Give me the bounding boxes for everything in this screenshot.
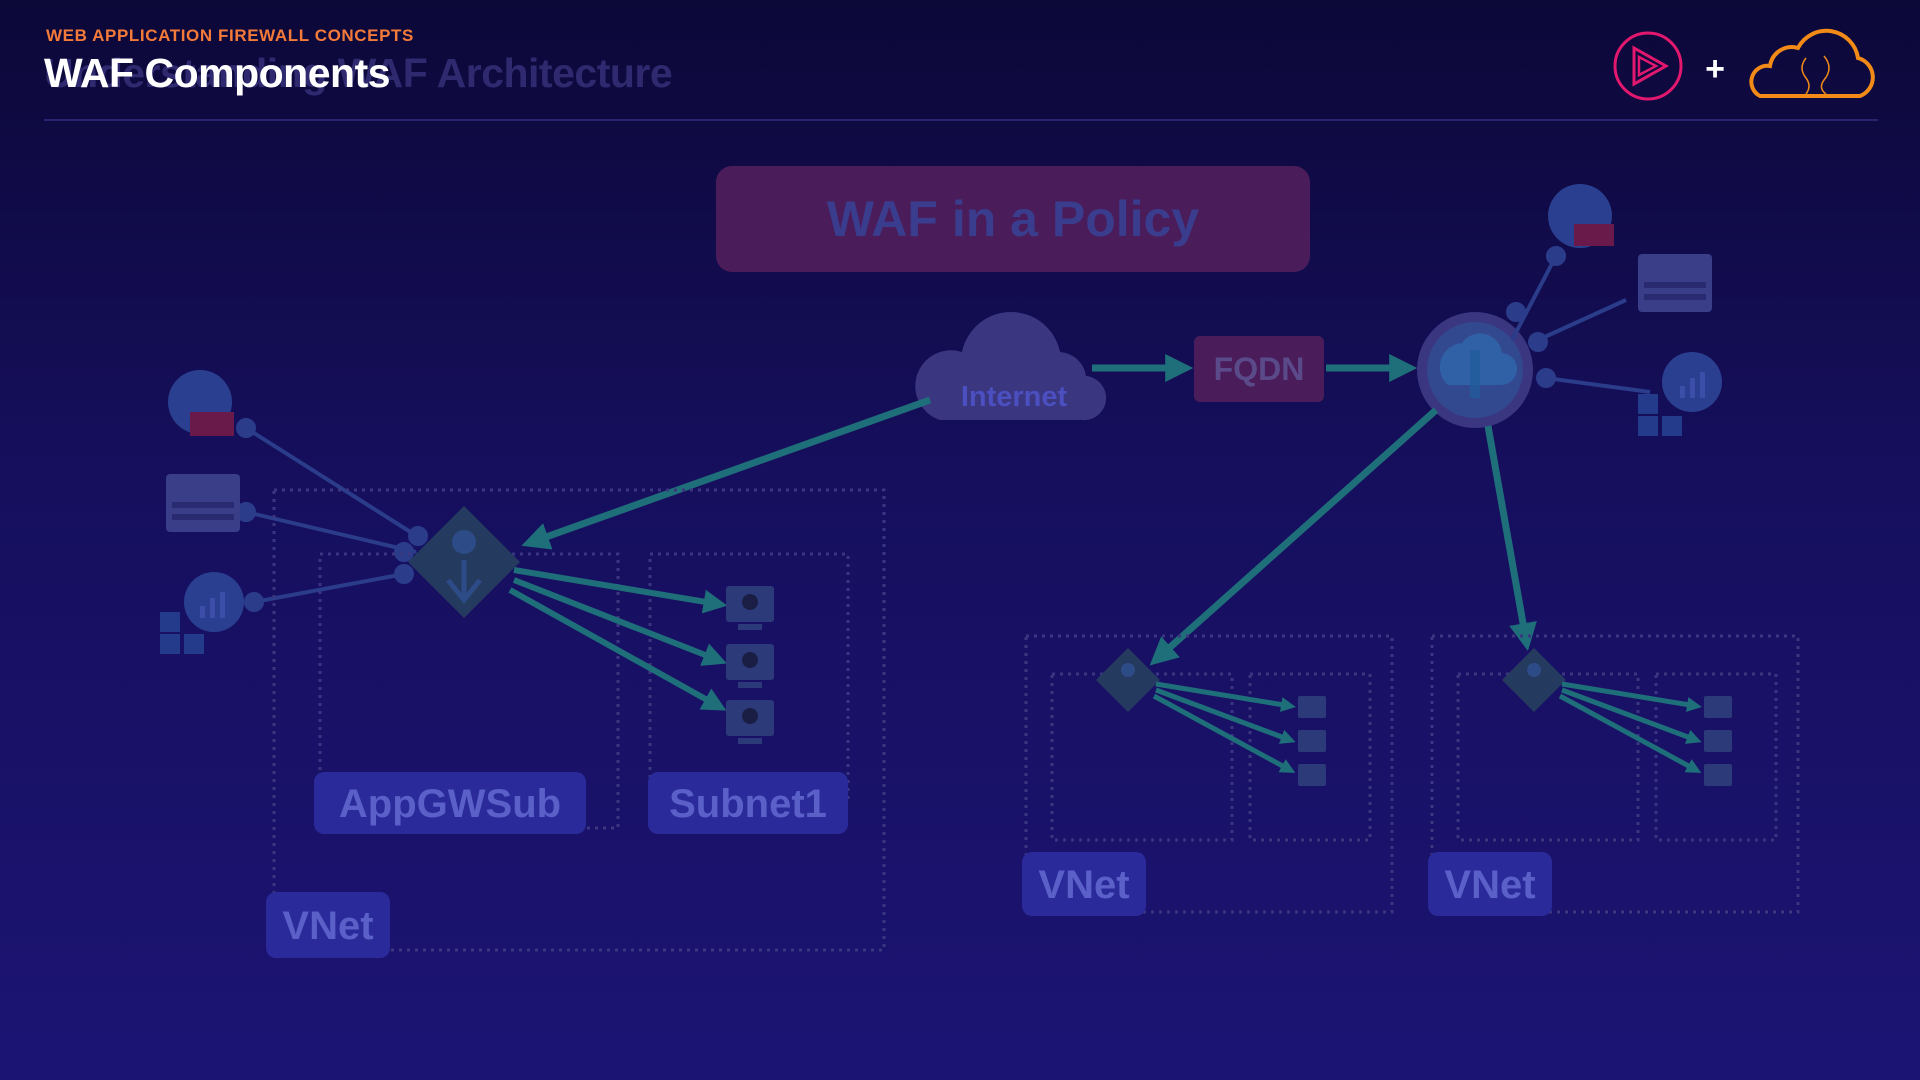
linux-vm-icon [1704, 730, 1732, 752]
linux-vm-icon [1704, 764, 1732, 786]
linux-vm-icon [1298, 730, 1326, 752]
internet-label: Internet [961, 381, 1068, 413]
analytics-icon-left [160, 572, 244, 654]
waf-policy-banner: WAF in a Policy [716, 166, 1310, 272]
vnet-middle: VNet [1022, 634, 1394, 916]
globe-firewall-icon-right [1548, 184, 1614, 248]
linux-vm-icon [726, 700, 774, 744]
page-title: WAF Components [44, 50, 391, 96]
arrow-frontdoor-middle [1149, 407, 1439, 666]
brand-logos: + [1613, 28, 1875, 101]
backend-subnet-label: Subnet1 [669, 782, 827, 826]
fqdn-label: FQDN [1214, 351, 1305, 387]
linux-vm-icon [1298, 764, 1326, 786]
arrow-frontdoor-right [1484, 425, 1537, 652]
vnet-right-label: VNet [1444, 863, 1535, 907]
vnet-right: VNet [1428, 634, 1800, 916]
analytics-icon-right [1638, 352, 1722, 436]
cloud-brain-icon [1749, 28, 1875, 98]
linux-vm-icon [726, 644, 774, 688]
plus-sign: + [1705, 50, 1725, 88]
appgw-subnet-label: AppGWSub [339, 782, 561, 826]
vnet-left: AppGWSub Subnet1 VNet [266, 488, 886, 958]
play-triangle-icon [1613, 31, 1683, 101]
linux-vm-icon [1298, 696, 1326, 718]
waf-policy-label: WAF in a Policy [827, 191, 1199, 247]
vnet-left-label: VNet [282, 904, 373, 948]
storage-icon-right [1638, 254, 1712, 312]
storage-icon-left [166, 474, 240, 532]
eyebrow: WEB APPLICATION FIREWALL CONCEPTS [46, 26, 414, 45]
fqdn-box: FQDN [1194, 336, 1324, 402]
front-door-icon [1417, 312, 1533, 428]
globe-firewall-icon-left [168, 370, 234, 436]
arrow-internet-gateway [521, 396, 932, 550]
app-gateway-diamond-icon [408, 506, 520, 618]
vnet-middle-label: VNet [1038, 863, 1129, 907]
header-divider [44, 119, 1878, 121]
app-gateway-diamond-icon [1502, 648, 1566, 712]
left-connectors [236, 418, 428, 612]
ghost-title: Understanding WAF Architecture [44, 50, 673, 96]
internet-cloud: Internet [915, 311, 1107, 421]
linux-vm-icon [726, 586, 774, 630]
right-connectors [1506, 246, 1651, 394]
title-area: Understanding WAF Architecture WAF Compo… [44, 50, 673, 102]
app-gateway-diamond-icon [1096, 648, 1160, 712]
linux-vm-icon [1704, 696, 1732, 718]
